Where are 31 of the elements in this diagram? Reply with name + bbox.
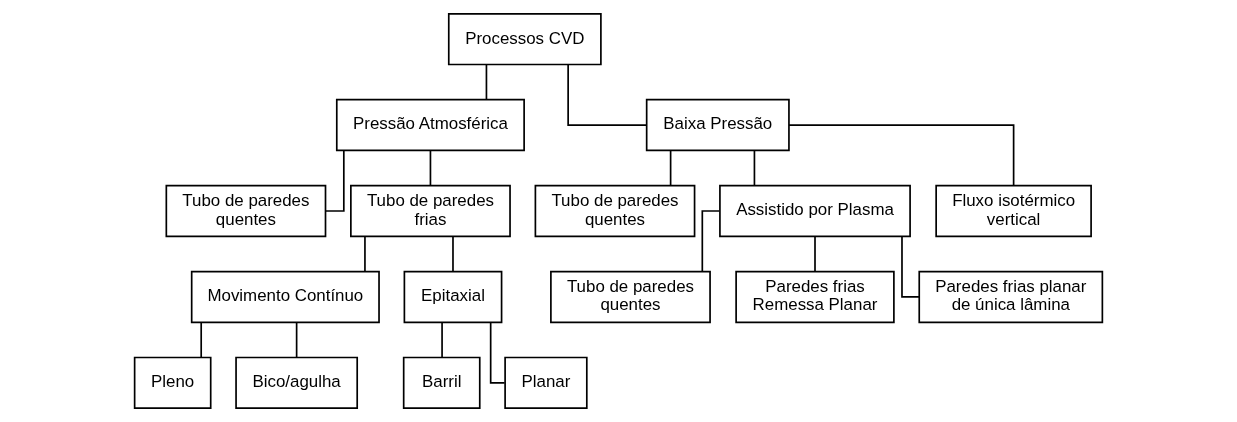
node-box: Tubo de paredes quentes	[534, 184, 696, 238]
node-box: Assistido por Plasma	[719, 184, 911, 238]
node-box: Movimento Contínuo	[190, 270, 380, 324]
connector	[295, 321, 298, 358]
node-box: Epitaxial	[403, 270, 503, 324]
connector	[325, 150, 345, 212]
node-box: Paredes frias planar de única lâmina	[918, 270, 1104, 324]
node-box: Planar	[504, 356, 588, 410]
node-box: Tubo de paredes quentes	[550, 270, 711, 324]
node-box: Bico/agulha	[235, 356, 359, 410]
node-box: Pressão Atmosférica	[335, 98, 525, 152]
node-box: Processos CVD	[447, 12, 602, 66]
connector	[429, 150, 432, 187]
connector	[452, 235, 454, 272]
connector	[485, 64, 488, 101]
connector	[489, 321, 506, 384]
node-box: Baixa Pressão	[645, 98, 790, 152]
connector	[753, 150, 756, 187]
node-box: Pleno	[133, 356, 212, 410]
node-box: Barril	[402, 356, 481, 410]
connector	[788, 124, 1015, 187]
connector	[567, 64, 648, 126]
node-box: Tubo de paredes frias	[350, 184, 511, 238]
connector	[814, 235, 816, 272]
node-box: Fluxo isotérmico vertical	[935, 184, 1092, 238]
connector	[669, 150, 672, 187]
connector	[200, 321, 203, 358]
node-box: Tubo de paredes quentes	[165, 184, 327, 238]
node-box: Paredes frias Remessa Planar	[735, 270, 895, 324]
connector	[364, 235, 366, 272]
connector	[441, 321, 443, 358]
